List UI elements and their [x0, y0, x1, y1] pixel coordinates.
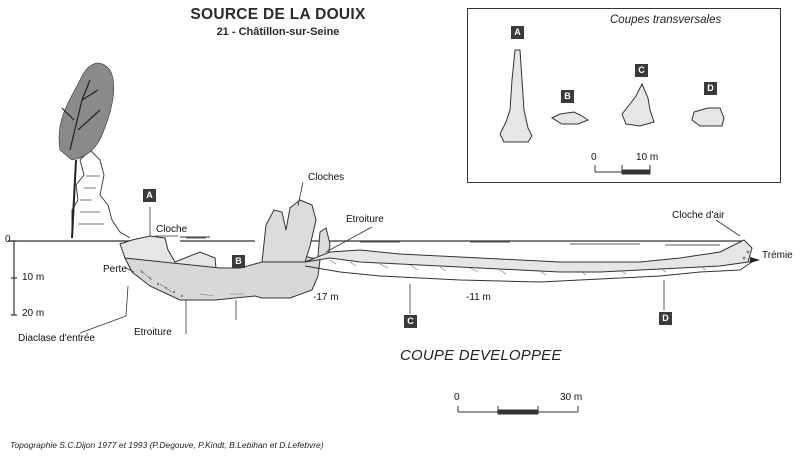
inset-marker-c: C	[635, 64, 648, 77]
label-cloche: Cloche	[156, 224, 188, 235]
cross-section-A	[499, 49, 533, 143]
depth-axis	[11, 240, 17, 316]
cross-section-D	[691, 107, 725, 127]
label-cloche-air: Cloche d'air	[672, 210, 725, 221]
label-perte: Perte	[103, 264, 127, 275]
inset-title: Coupes transversales	[610, 14, 722, 26]
profile-scale-end: 30 m	[560, 392, 583, 403]
profile-title: COUPE DEVELOPPEE	[400, 347, 562, 364]
label-diaclase: Diaclase d'entrée	[18, 333, 95, 344]
inset-marker-b: B	[561, 90, 574, 103]
profile-marker-b: B	[232, 255, 245, 268]
depth-label-20: 20 m	[22, 308, 45, 319]
inset-scale-start: 0	[591, 152, 597, 163]
inset-scale-end: 10 m	[636, 152, 659, 163]
profile-marker-a: A	[143, 189, 156, 202]
cross-section-C	[621, 82, 655, 127]
profile-scale-start: 0	[454, 392, 460, 403]
survey-credit: Topographie S.C.Dijon 1977 et 1993 (P.De…	[10, 440, 324, 450]
inset-marker-a: A	[511, 26, 524, 39]
cross-sections-inset	[467, 8, 781, 183]
cross-section-B	[550, 111, 590, 125]
inset-marker-d: D	[704, 82, 717, 95]
leader-lines	[79, 181, 741, 334]
depth-label-0: 0	[5, 234, 11, 245]
profile-marker-c: C	[404, 315, 417, 328]
label-depth-17: -17 m	[313, 292, 339, 303]
profile-marker-d: D	[659, 312, 672, 325]
label-tremie: Trémie	[762, 250, 793, 261]
tremie-arrow-icon	[750, 257, 760, 263]
inset-scale-bar	[594, 165, 651, 175]
tree-icon	[58, 62, 115, 239]
map-subtitle: 21 - Châtillon-sur-Seine	[216, 26, 340, 38]
map-title: SOURCE DE LA DOUIX	[190, 6, 366, 23]
label-cloches: Cloches	[308, 172, 345, 183]
depth-label-10: 10 m	[22, 272, 45, 283]
entrance-cliff	[71, 149, 131, 239]
cave-profile	[119, 199, 753, 301]
label-etroiture-upper: Etroiture	[346, 214, 384, 225]
label-depth-11: -11 m	[466, 292, 491, 303]
label-etroiture-lower: Etroiture	[134, 327, 172, 338]
profile-scale-bar	[457, 406, 579, 415]
